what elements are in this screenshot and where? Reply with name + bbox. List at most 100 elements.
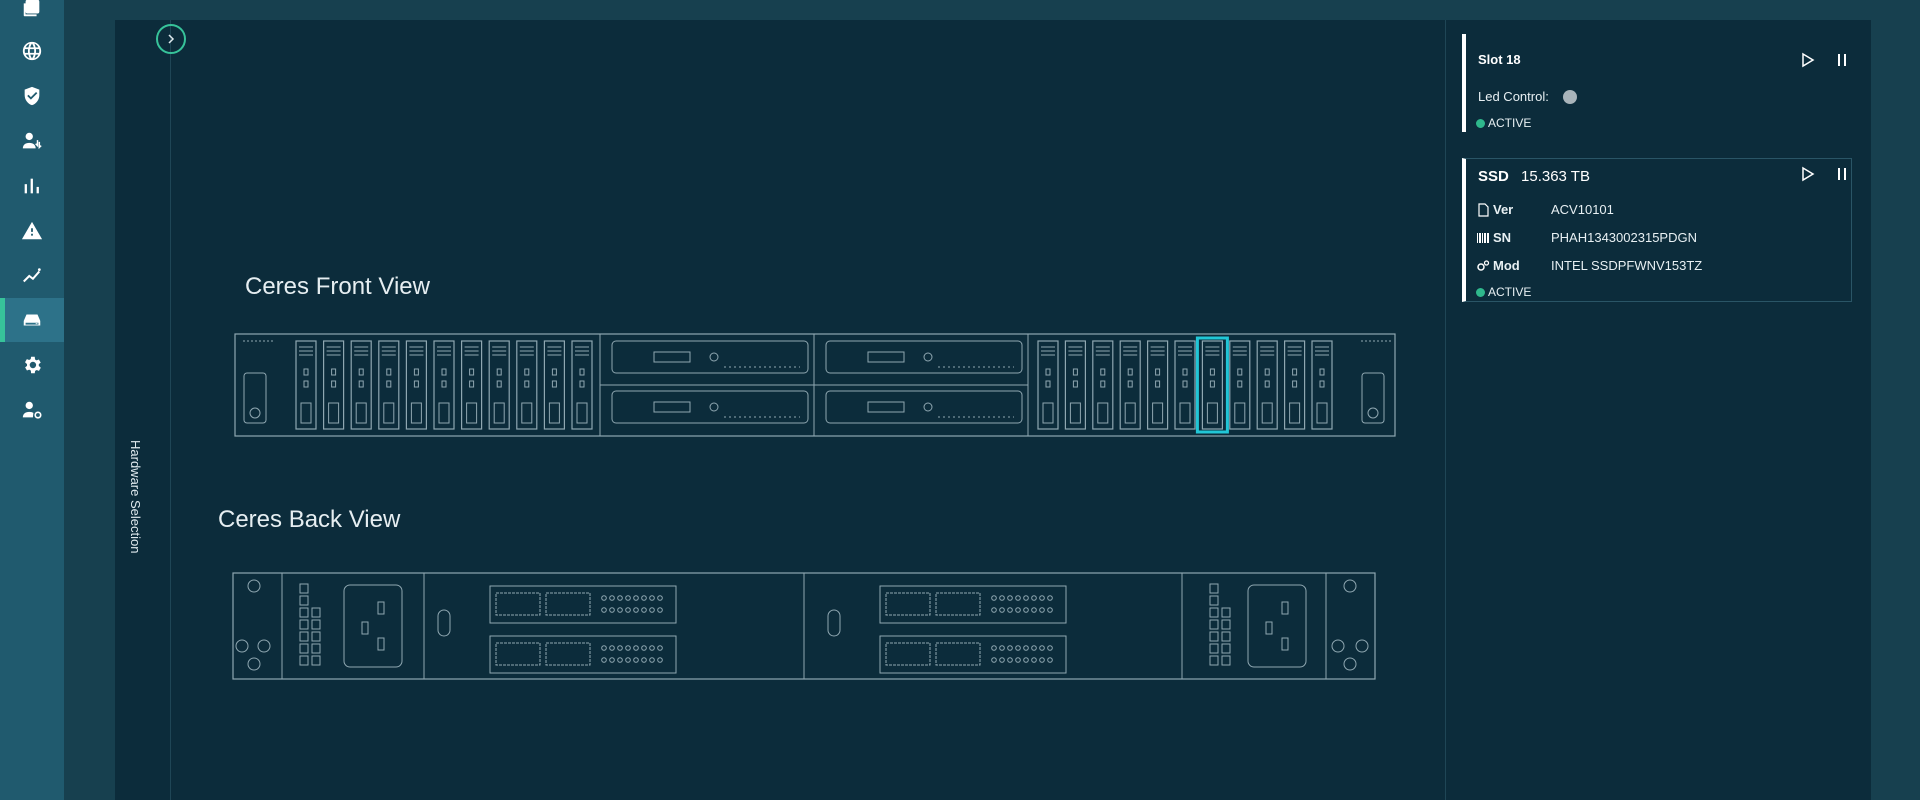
drive-slot-led	[386, 368, 392, 376]
chevron-right-icon	[168, 34, 175, 44]
ssd-status: ACTIVE	[1488, 285, 1532, 299]
drive-slot-led	[1264, 380, 1270, 388]
nic-port	[1039, 607, 1045, 613]
nic-port	[617, 645, 623, 651]
expand-button[interactable]	[156, 24, 186, 54]
drive-slot-led	[496, 380, 502, 388]
nic-port	[991, 645, 997, 651]
drive-slot-latch	[493, 402, 505, 424]
front-view-chassis[interactable]	[234, 333, 1398, 441]
nic-port	[617, 607, 623, 613]
nic-port	[1031, 657, 1037, 663]
hardware-selection-label: Hardware Selection	[128, 440, 143, 554]
nav-globe[interactable]	[0, 29, 64, 73]
drive-slot-body	[1229, 340, 1251, 430]
drive-slot-20[interactable]	[1256, 340, 1278, 430]
nic-port	[601, 645, 607, 651]
drive-slot-2[interactable]	[322, 340, 345, 430]
nic-port	[1031, 607, 1037, 613]
drive-slot-1[interactable]	[295, 340, 317, 430]
front-ear-1	[1361, 372, 1385, 424]
nav-documents[interactable]	[0, 0, 64, 30]
drive-slot-18[interactable]	[1195, 336, 1229, 434]
drive-slot-latch	[466, 402, 478, 424]
back-screw	[247, 657, 261, 671]
drive-slot-led	[331, 380, 337, 388]
drive-slot-led	[1319, 380, 1325, 388]
mod-label: Mod	[1493, 258, 1520, 273]
drive-slot-3[interactable]	[350, 340, 372, 430]
drive-slot-10[interactable]	[543, 340, 565, 430]
drive-slot-led	[524, 368, 530, 376]
play-button[interactable]	[1798, 50, 1818, 70]
drive-slot-16[interactable]	[1146, 340, 1169, 430]
nav-trends[interactable]	[0, 254, 64, 298]
drive-slot-19[interactable]	[1229, 340, 1251, 430]
drive-slot-13[interactable]	[1064, 340, 1087, 430]
nav-user-transfer[interactable]	[0, 119, 64, 163]
nav-analytics[interactable]	[0, 164, 64, 208]
nic-port	[641, 657, 647, 663]
drive-slot-5[interactable]	[405, 340, 427, 430]
gears-icon	[1477, 259, 1490, 271]
drive-slot-7[interactable]	[461, 340, 483, 430]
nic-port	[633, 657, 639, 663]
drive-slot-led	[1072, 380, 1078, 388]
back-screw	[1343, 657, 1357, 671]
drive-slot-22[interactable]	[1311, 340, 1333, 430]
drive-slot-11[interactable]	[571, 340, 593, 430]
ssd-play-button[interactable]	[1798, 164, 1818, 184]
nic-port	[609, 607, 615, 613]
drive-slot-15[interactable]	[1119, 340, 1141, 430]
drive-slot-led	[496, 368, 502, 376]
nic-port	[641, 607, 647, 613]
nav-alerts[interactable]	[0, 209, 64, 253]
back-psu-vent	[1209, 643, 1219, 654]
drive-slot-led	[1182, 368, 1188, 376]
sn-label: SN	[1493, 230, 1512, 245]
nic-port	[999, 607, 1005, 613]
drive-slot-body	[295, 340, 317, 430]
drive-slot-8[interactable]	[488, 340, 510, 430]
sidebar	[0, 0, 64, 800]
front-bay-led	[923, 402, 933, 412]
nic-chip	[545, 592, 591, 616]
nic-port	[609, 595, 615, 601]
play-icon	[1802, 166, 1815, 182]
nav-security[interactable]	[0, 74, 64, 118]
nic-port	[601, 657, 607, 663]
drive-slot-body	[1119, 340, 1141, 430]
nav-storage[interactable]	[0, 298, 64, 342]
drive-slot-led	[1237, 380, 1243, 388]
nav-settings[interactable]	[0, 343, 64, 387]
drive-slot-6[interactable]	[433, 340, 455, 430]
back-psu-vent	[1209, 619, 1219, 630]
back-psu-vent	[1221, 655, 1231, 666]
led-toggle[interactable]	[1562, 89, 1577, 104]
nic-port	[1007, 657, 1013, 663]
drive-slot-12[interactable]	[1037, 340, 1059, 430]
drive-slot-led	[441, 368, 447, 376]
front-bay-2	[611, 390, 809, 424]
trend-icon	[23, 268, 41, 283]
drive-slot-21[interactable]	[1283, 340, 1306, 430]
back-psu-vent	[311, 607, 321, 618]
nic-chip	[495, 592, 541, 616]
drive-slot-latch	[1152, 402, 1164, 424]
back-psu-vent	[311, 619, 321, 630]
nic-card	[879, 635, 1067, 674]
ssd-pause-button[interactable]	[1832, 164, 1852, 184]
drive-slot-9[interactable]	[516, 340, 538, 430]
drive-slot-14[interactable]	[1092, 340, 1114, 430]
mod-value: INTEL SSDPFWNV153TZ	[1551, 258, 1703, 273]
nav-user-settings[interactable]	[0, 388, 64, 432]
ssd-card: SSD 15.363 TB Ver ACV10101 SN PHAH134300…	[1462, 158, 1852, 302]
power-pin	[1281, 637, 1289, 651]
pause-button[interactable]	[1832, 50, 1852, 70]
drive-slot-4[interactable]	[378, 340, 400, 430]
drive-slot-led	[1237, 368, 1243, 376]
drive-slot-17[interactable]	[1174, 340, 1196, 430]
nic-port	[1015, 657, 1021, 663]
drive-slot-led	[524, 380, 530, 388]
drive-slot-latch	[410, 402, 422, 424]
